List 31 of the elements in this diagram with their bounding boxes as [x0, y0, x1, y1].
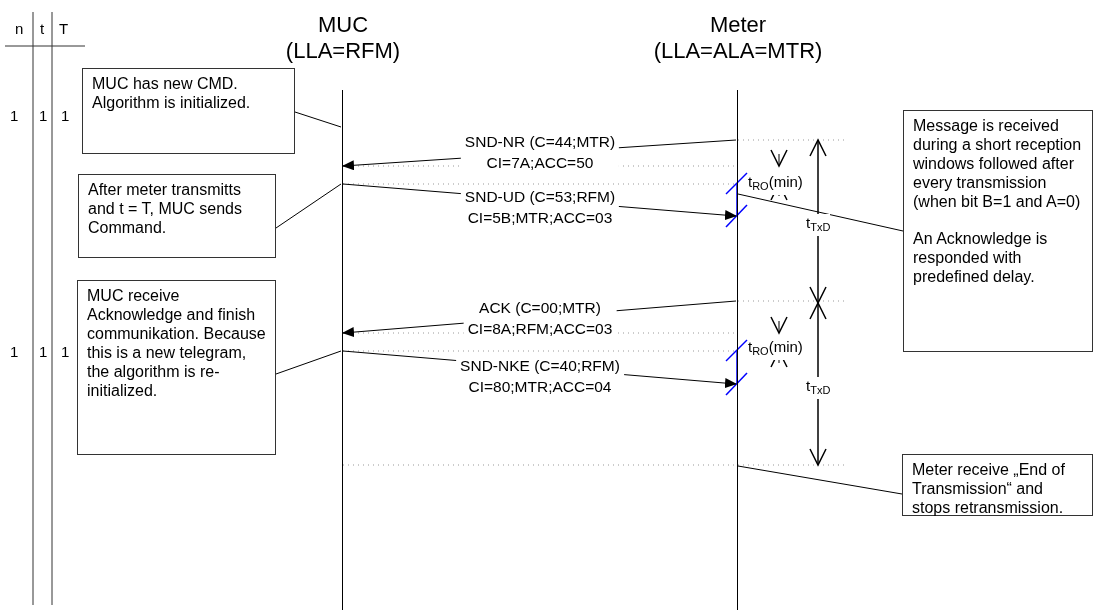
- note-text: MUC receive Acknowledge and finish communikation. Because this is a new telegram, the algorithm is re-initialized.: [87, 286, 266, 400]
- row-value: 1: [61, 107, 70, 125]
- row-value: 1: [61, 343, 70, 361]
- time-label: t$_{RO}$(min): [748, 338, 803, 360]
- leader-line: [294, 111, 342, 128]
- note-box: [77, 280, 276, 455]
- column-heading: T: [59, 20, 69, 38]
- note-box: [903, 110, 1093, 352]
- note-text: MUC has new CMD. Algorithm is initialized.: [92, 74, 252, 112]
- participant-heading: Meter (LLA=ALA=MTR): [652, 12, 824, 64]
- time-label: t$_{TxD}$: [806, 377, 831, 399]
- note-box: [902, 454, 1093, 516]
- time-label: t$_{RO}$(min): [748, 173, 803, 195]
- row-value: 1: [10, 107, 19, 125]
- participant-heading: MUC (LLA=RFM): [284, 12, 402, 64]
- leader-line: [737, 193, 904, 232]
- note-box: [82, 68, 295, 154]
- time-label: t$_{TxD}$: [806, 214, 831, 236]
- note-box: [78, 174, 276, 258]
- column-heading: n: [15, 20, 24, 38]
- leader-line: [275, 183, 342, 229]
- note-text: Meter receive „End of Transmission“ and stops retransmission.: [912, 460, 1066, 517]
- row-value: 1: [10, 343, 19, 361]
- note-text: An Acknowledge is responded with predefined delay.: [913, 229, 1049, 286]
- note-text: After meter transmitts and t = T, MUC sends Command.: [88, 180, 243, 237]
- note-text: Message is received during a short reception windows followed after every transmission (when bit B=1 and A=0): [913, 116, 1083, 211]
- row-value: 1: [39, 343, 48, 361]
- row-value: 1: [39, 107, 48, 125]
- leader-line: [275, 350, 342, 375]
- column-heading: t: [40, 20, 45, 38]
- leader-line: [737, 465, 903, 495]
